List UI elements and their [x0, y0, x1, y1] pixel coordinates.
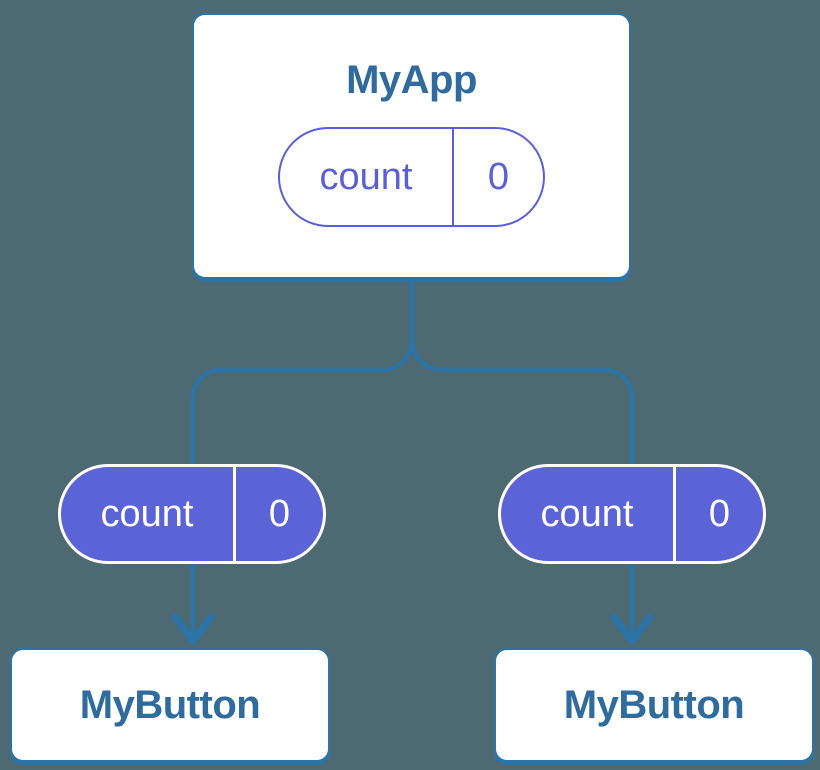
node-mybutton-right: MyButton: [494, 648, 814, 762]
state-key-label: count: [540, 492, 634, 535]
arrow-down-icon: [171, 613, 215, 645]
branch-right-line: [409, 339, 635, 638]
node-title: MyApp: [346, 58, 477, 102]
branch-left-line: [190, 339, 415, 638]
state-key-label: count: [100, 492, 194, 535]
state-pill-mybutton-left: count 0: [58, 464, 326, 564]
state-pill-myapp: count 0: [278, 127, 545, 227]
state-value-label: 0: [673, 467, 763, 561]
state-value-label: 0: [233, 467, 323, 561]
node-title: MyButton: [563, 683, 745, 727]
state-key-label: count: [319, 155, 413, 198]
state-pill-mybutton-right: count 0: [498, 464, 766, 564]
arrow-down-icon: [610, 613, 654, 645]
state-value-label: 0: [452, 129, 543, 225]
node-title: MyButton: [79, 683, 261, 727]
node-myapp: MyApp count 0: [192, 13, 631, 279]
node-mybutton-left: MyButton: [10, 648, 330, 762]
